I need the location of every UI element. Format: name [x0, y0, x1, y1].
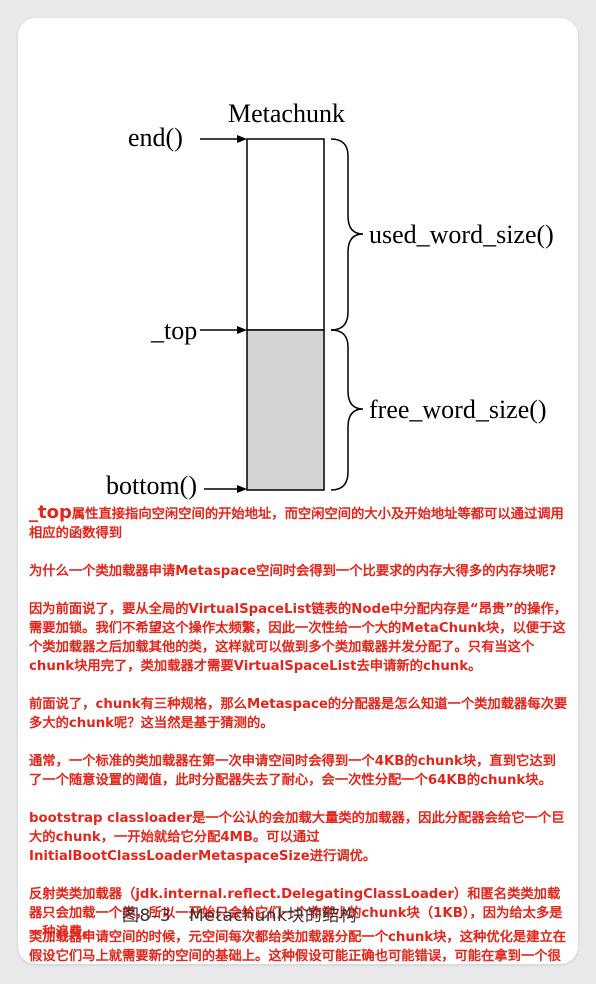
tail-note: 类加载器申请空间的时候，元空间每次都给类加载器分配一个chunk块，这种优化是建… — [29, 928, 569, 964]
top-label: _top — [150, 316, 197, 345]
bottom-label: bottom() — [106, 471, 197, 500]
free-size-label: free_word_size() — [369, 395, 547, 424]
end-arrow — [200, 135, 247, 143]
bottom-arrow — [204, 485, 247, 493]
note-allocation-assumption: 类加载器申请空间的时候，元空间每次都给类加载器分配一个chunk块，这种优化是建… — [29, 930, 567, 964]
free-brace — [330, 329, 364, 491]
figure-caption: 图8–3 Metachunk块的结构 — [122, 901, 357, 926]
caption-number: 图8–3 — [122, 906, 172, 926]
note-reflection-loader: 反射类类加载器（jdk.internal.reflect.DelegatingC… — [29, 887, 563, 940]
content-card: Metachunk end() _top bottom() used_word_… — [18, 18, 578, 964]
top-arrow — [200, 326, 247, 334]
note-top-lead: _top — [29, 502, 72, 523]
note-bootstrap-loader: bootstrap classloader是一个公认的会加载大量类的加载器，因此… — [29, 811, 565, 864]
metachunk-diagram: Metachunk end() _top bottom() used_word_… — [106, 99, 554, 500]
note-top-attribute: _top属性直接指向空闲空间的开始地址，而空闲空间的大小及开始地址等都可以通过调… — [29, 503, 569, 543]
end-label: end() — [128, 123, 183, 152]
caption-title: Metachunk块的结构 — [189, 906, 358, 926]
note-top-rest: 属性直接指向空闲空间的开始地址，而空闲空间的大小及开始地址等都可以通过调用相应的… — [29, 507, 564, 541]
free-region — [246, 329, 325, 491]
used-size-label: used_word_size() — [369, 220, 554, 249]
notes-block: _top属性直接指向空闲空间的开始地址，而空闲空间的大小及开始地址等都可以通过调… — [29, 503, 569, 942]
diagram-title: Metachunk — [228, 99, 345, 128]
note-reason: 因为前面说了，要从全局的VirtualSpaceList链表的Node中分配内存… — [29, 602, 568, 674]
used-region — [246, 138, 325, 331]
note-chunk-sizes: 前面说了，chunk有三种规格，那么Metaspace的分配器是怎么知道一个类加… — [29, 697, 568, 731]
used-brace — [330, 138, 364, 331]
note-question: 为什么一个类加载器申请Metaspace空间时会得到一个比要求的内存大得多的内存… — [29, 564, 557, 579]
note-standard-loader: 通常，一个标准的类加载器在第一次申请空间时会得到一个4KB的chunk块，直到它… — [29, 754, 556, 788]
